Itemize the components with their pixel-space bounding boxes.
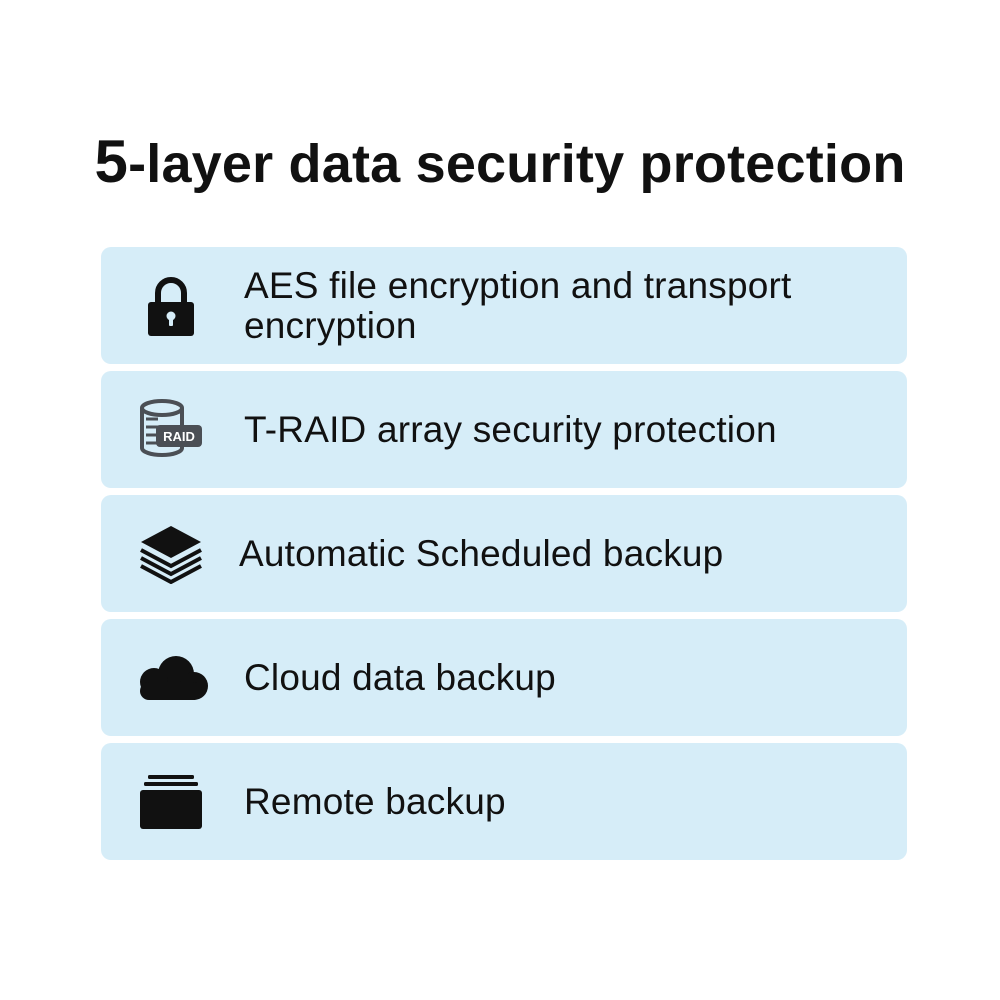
feature-card-traid: RAID T-RAID array security protection: [101, 371, 907, 488]
feature-label: T-RAID array security protection: [244, 408, 777, 450]
title-lead-digit: 5: [94, 128, 129, 195]
archive-box-icon: [131, 743, 211, 860]
feature-card-aes-encryption: AES file encryption and transport encryp…: [101, 247, 907, 364]
feature-card-remote-backup: Remote backup: [101, 743, 907, 860]
feature-card-cloud-backup: Cloud data backup: [101, 619, 907, 736]
layers-icon: [131, 495, 211, 612]
raid-badge-text: RAID: [163, 429, 195, 444]
feature-card-scheduled-backup: Automatic Scheduled backup: [101, 495, 907, 612]
feature-label: Cloud data backup: [244, 656, 556, 698]
feature-label: Automatic Scheduled backup: [239, 532, 724, 574]
title-text: -layer data security protection: [128, 134, 906, 194]
raid-disk-icon: RAID: [131, 371, 211, 488]
page-title: 5-layer data security protection: [0, 122, 1000, 204]
feature-label: AES file encryption and transport encryp…: [244, 264, 792, 346]
feature-label: Remote backup: [244, 780, 506, 822]
cloud-icon: [131, 619, 211, 736]
lock-icon: [131, 247, 211, 364]
